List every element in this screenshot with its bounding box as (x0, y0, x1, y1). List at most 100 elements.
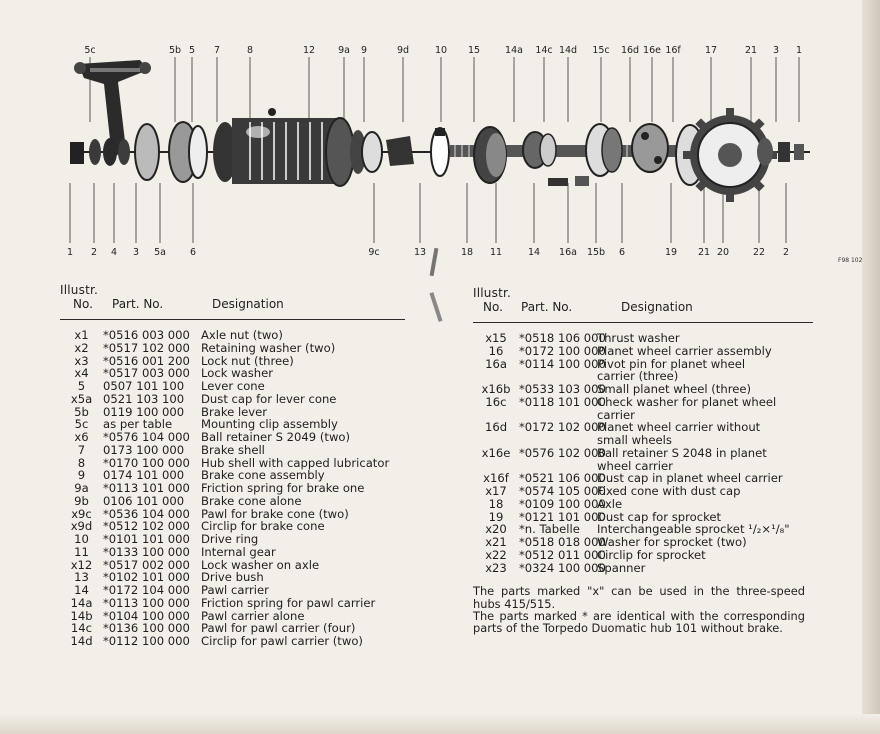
callout-label: 16f (665, 45, 681, 56)
callout-label: 15c (592, 45, 609, 56)
part-number: 0119 100 000 (103, 404, 185, 419)
part-number: *0517 002 000 (103, 557, 190, 572)
part-number: *0574 105 000 (519, 484, 606, 498)
part-number: *0516 001 200 (103, 353, 190, 368)
right-cone-nuts (757, 138, 804, 166)
callout-label: 11 (490, 247, 502, 258)
part-number: *0517 102 000 (103, 340, 190, 355)
brake-lever-part (74, 60, 151, 158)
page-mark (429, 292, 443, 322)
part-number: *0102 101 000 (103, 570, 190, 585)
part-number: *0518 018 000 (519, 535, 606, 549)
part-number: *0172 102 000 (519, 420, 606, 435)
callout-label: 19 (665, 247, 677, 258)
callout-label: 13 (414, 247, 426, 258)
designation: Small planet wheel (three) (597, 382, 752, 396)
table-row: 16*0172 100 000Planet wheel carrier asse… (473, 343, 813, 358)
table-row: 16d*0172 102 000Planet wheel carrier wit… (473, 421, 813, 434)
callout-label: 14c (535, 45, 552, 56)
designation: Fixed cone with dust cap (597, 484, 741, 498)
callout-label: 6 (619, 247, 625, 258)
illustr-no: x3 (74, 353, 89, 368)
part-number: *0516 003 000 (103, 328, 190, 342)
illustr-no: 14d (70, 634, 93, 648)
illustr-no: 16a (485, 356, 507, 371)
part-number: as per table (103, 417, 173, 432)
designation: Lever cone (201, 379, 265, 393)
illustr-no: x9c (71, 506, 92, 521)
callout-label: 18 (461, 247, 473, 258)
page-bottom-edge (0, 714, 880, 734)
part-number: *n. Tabelle (519, 522, 580, 537)
designation: Brake shell (201, 442, 265, 457)
callout-label: 21 (745, 45, 757, 56)
illustr-no: x15 (485, 331, 507, 345)
illustr-no: x9d (70, 519, 93, 534)
header-rule (473, 322, 813, 323)
part-number: *0512 011 000 (519, 547, 606, 562)
designation: Spanner (597, 560, 646, 575)
page-edge (862, 0, 880, 734)
table-header: No. Part. No. Designation (473, 300, 813, 320)
illustr-no: 7 (77, 442, 86, 457)
part-number: *0536 104 000 (103, 506, 190, 521)
header-rule (60, 319, 405, 320)
callout-label: 14 (528, 247, 540, 258)
callout-label: 15 (468, 45, 480, 56)
callout-label: 4 (111, 247, 117, 258)
pawl-carrier-part (522, 131, 589, 186)
table-header: No. Part. No. Designation (60, 297, 405, 317)
callout-label: 5a (154, 247, 166, 258)
part-number: *0121 101 000 (519, 509, 606, 524)
part-number: 0507 101 100 (103, 379, 185, 393)
callout-label: 10 (435, 45, 447, 56)
designation: Mounting clip assembly (201, 417, 338, 432)
table-row: 16c*0118 101 000Check washer for planet … (473, 394, 813, 409)
designation: Friction spring for brake one (201, 481, 365, 495)
part-number: *0104 100 000 (103, 608, 190, 623)
designation: Dust cap for lever cone (201, 391, 337, 406)
designation: Pawl for pawl carrier (four) (201, 621, 356, 636)
designation: Pawl carrier (201, 583, 269, 597)
callout-label: 12 (303, 45, 315, 56)
callout-label: 16a (559, 247, 577, 258)
leader-lines (69, 57, 800, 243)
designation-continued: wheel carrier (597, 458, 673, 473)
illustr-no: 19 (488, 509, 504, 524)
parts-table-right: Illustr. No. Part. No. Designation x15*0… (473, 286, 813, 634)
illustr-no: x21 (485, 535, 507, 549)
designation: Check washer for planet wheel (597, 394, 777, 409)
callout-label: 3 (773, 45, 779, 56)
designation: Internal gear (201, 544, 276, 559)
callout-label: 15b (587, 247, 605, 258)
table-row: x16f*0521 106 000Dust cap in planet whee… (473, 472, 813, 485)
illustr-no: x5a (70, 391, 93, 406)
part-number: *0113 101 000 (103, 481, 190, 495)
parts-table-left: Illustr. No. Part. No. Designation x1*05… (60, 283, 405, 648)
illustr-no: 14 (74, 583, 89, 597)
illustr-heading: Illustr. (60, 283, 99, 297)
illustr-no: x4 (74, 366, 89, 381)
illustr-no: 16 (488, 343, 504, 358)
illustr-no: 13 (74, 570, 89, 585)
illustr-no: 8 (77, 455, 86, 470)
callout-label: 1 (796, 45, 802, 56)
callout-label: 9 (361, 45, 367, 56)
part-number: *0113 100 000 (103, 595, 190, 610)
callout-label: 3 (133, 247, 139, 258)
table-row: 18*0109 100 000Axle (473, 497, 813, 511)
part-number: 0106 101 000 (103, 493, 185, 508)
callout-label: 5c (84, 45, 95, 56)
drive-ring-part (430, 127, 450, 177)
brake-cone-part (350, 130, 414, 174)
illustr-no: 5b (74, 404, 89, 419)
note-star-parts: The parts marked * are identical with th… (473, 608, 805, 636)
illustr-no: 16d (484, 420, 508, 435)
